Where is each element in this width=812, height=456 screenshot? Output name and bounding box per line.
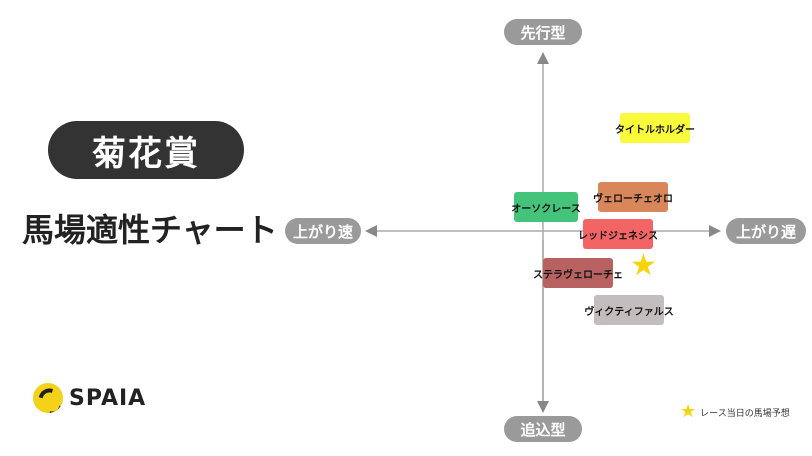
axis-label-right: 上がり遅 — [726, 218, 806, 244]
title-badge: 菊花賞 — [48, 121, 244, 179]
brand-logo: SPAIA — [33, 382, 146, 414]
legend: ★ レース当日の馬場予想 — [680, 403, 790, 421]
spaia-logo-icon — [33, 383, 63, 413]
star-icon: ★ — [680, 401, 697, 422]
horse-box: タイトルホルダー — [615, 113, 695, 143]
horse-box: ヴィクティファルス — [584, 295, 674, 325]
horse-box: ヴェローチェオロ — [593, 182, 673, 212]
horse-box: ステラヴェローチェ — [533, 258, 623, 288]
chart-subtitle: 馬場適性チャート — [22, 211, 278, 249]
axis-label-left: 上がり速 — [285, 218, 361, 244]
horse-box: オーソクレース — [511, 192, 581, 222]
star-icon: ★ — [630, 248, 657, 283]
brand-name: SPAIA — [69, 385, 147, 411]
axis-label-bottom: 追込型 — [504, 416, 582, 442]
horse-box: レッドジェネシス — [578, 219, 658, 249]
axis-label-top: 先行型 — [504, 19, 582, 45]
legend-label: レース当日の馬場予想 — [700, 408, 790, 419]
